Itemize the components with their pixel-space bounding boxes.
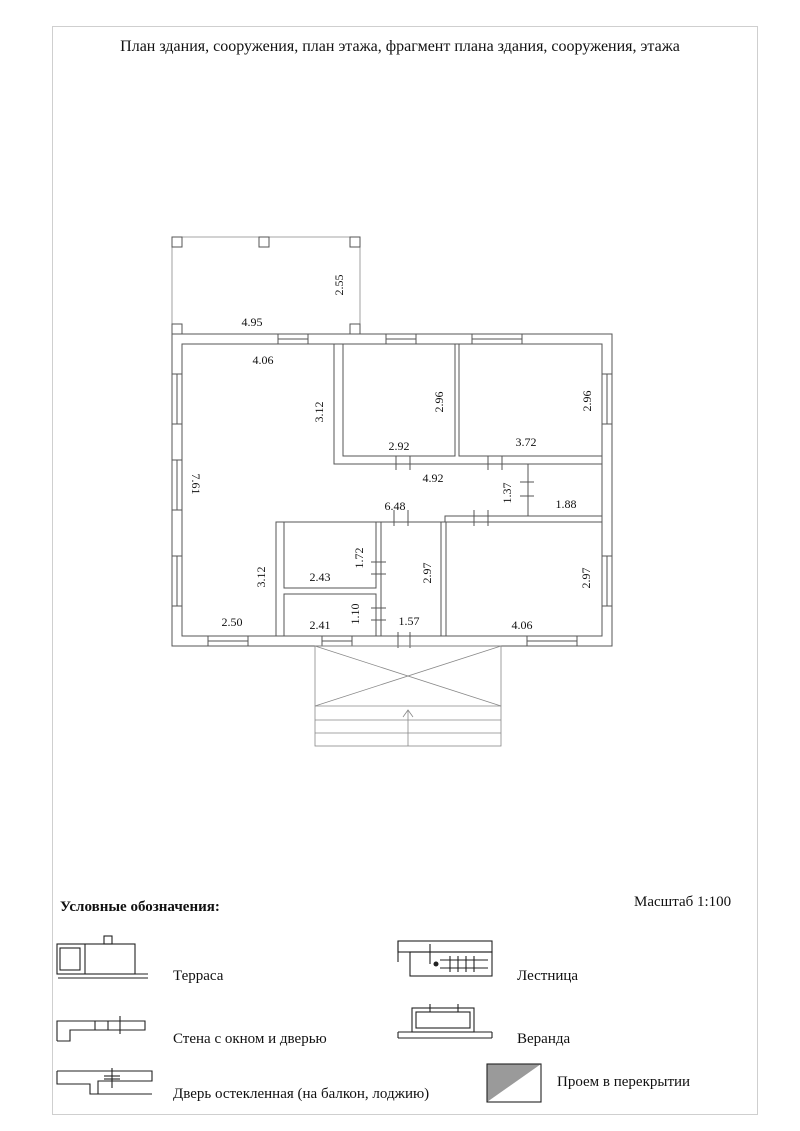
doors — [371, 456, 534, 648]
legend-label-floor-opening: Проем в перекрытии — [557, 1074, 691, 1090]
dim-living-upper-side: 3.12 — [312, 402, 326, 423]
dim-living-bottom: 2.50 — [222, 615, 243, 629]
legend-label-wall-window-door: Стена с окном и дверью — [173, 1031, 327, 1047]
dim-living-top: 4.06 — [253, 353, 274, 367]
dim-bath-width: 2.43 — [310, 570, 331, 584]
dim-wc-depth: 1.10 — [348, 604, 362, 625]
legend-label-veranda: Веранда — [517, 1031, 571, 1047]
dim-corridor-upper: 4.92 — [423, 471, 444, 485]
interior-walls — [182, 343, 603, 637]
dim-room4-depth: 2.97 — [579, 568, 593, 589]
dim-hall-width: 1.57 — [399, 614, 420, 628]
scale-label: Масштаб 1:100 — [634, 894, 732, 910]
dim-room2-width: 2.92 — [389, 439, 410, 453]
dimension-labels: 4.95 2.55 4.06 3.12 7.61 3.12 2.50 2.92 … — [189, 275, 594, 633]
page-title: План здания, сооружения, план этажа, фра… — [120, 38, 680, 55]
dim-terrace-depth: 2.55 — [332, 275, 346, 296]
legend-heading: Условные обозначения: — [60, 899, 220, 915]
dim-wc-width: 2.41 — [310, 618, 331, 632]
floor-opening-symbol-icon — [486, 1063, 542, 1103]
stairs-symbol-icon — [397, 940, 493, 977]
dim-room3-depth: 2.96 — [580, 391, 594, 412]
legend-label-glazed-door: Дверь остекленная (на балкон, лоджию) — [173, 1086, 430, 1102]
dim-hall-depth: 2.97 — [420, 563, 434, 584]
dim-small-room: 1.88 — [556, 497, 577, 511]
porch — [314, 645, 502, 747]
glazed-door-symbol-icon — [56, 1068, 153, 1095]
dim-room2-depth: 2.96 — [432, 392, 446, 413]
legend-label-stairs: Лестница — [517, 968, 579, 984]
wall-window-door-symbol-icon — [56, 1016, 146, 1042]
dim-terrace-width: 4.95 — [242, 315, 263, 329]
exterior-walls — [171, 333, 613, 647]
windows — [171, 333, 613, 647]
dim-room3-width: 3.72 — [516, 435, 537, 449]
dim-living-length: 7.61 — [189, 474, 203, 495]
sheet-frame — [52, 26, 758, 1115]
dim-living-lower-side: 3.12 — [254, 567, 268, 588]
dim-room4-width: 4.06 — [512, 618, 533, 632]
veranda-symbol-icon — [397, 1004, 493, 1039]
dim-corridor-height: 1.37 — [500, 483, 514, 504]
terrace-symbol-icon — [56, 935, 148, 979]
dim-bath-depth: 1.72 — [352, 548, 366, 569]
dim-corridor-lower: 6.48 — [385, 499, 406, 513]
legend-label-terrace: Терраса — [173, 968, 224, 984]
